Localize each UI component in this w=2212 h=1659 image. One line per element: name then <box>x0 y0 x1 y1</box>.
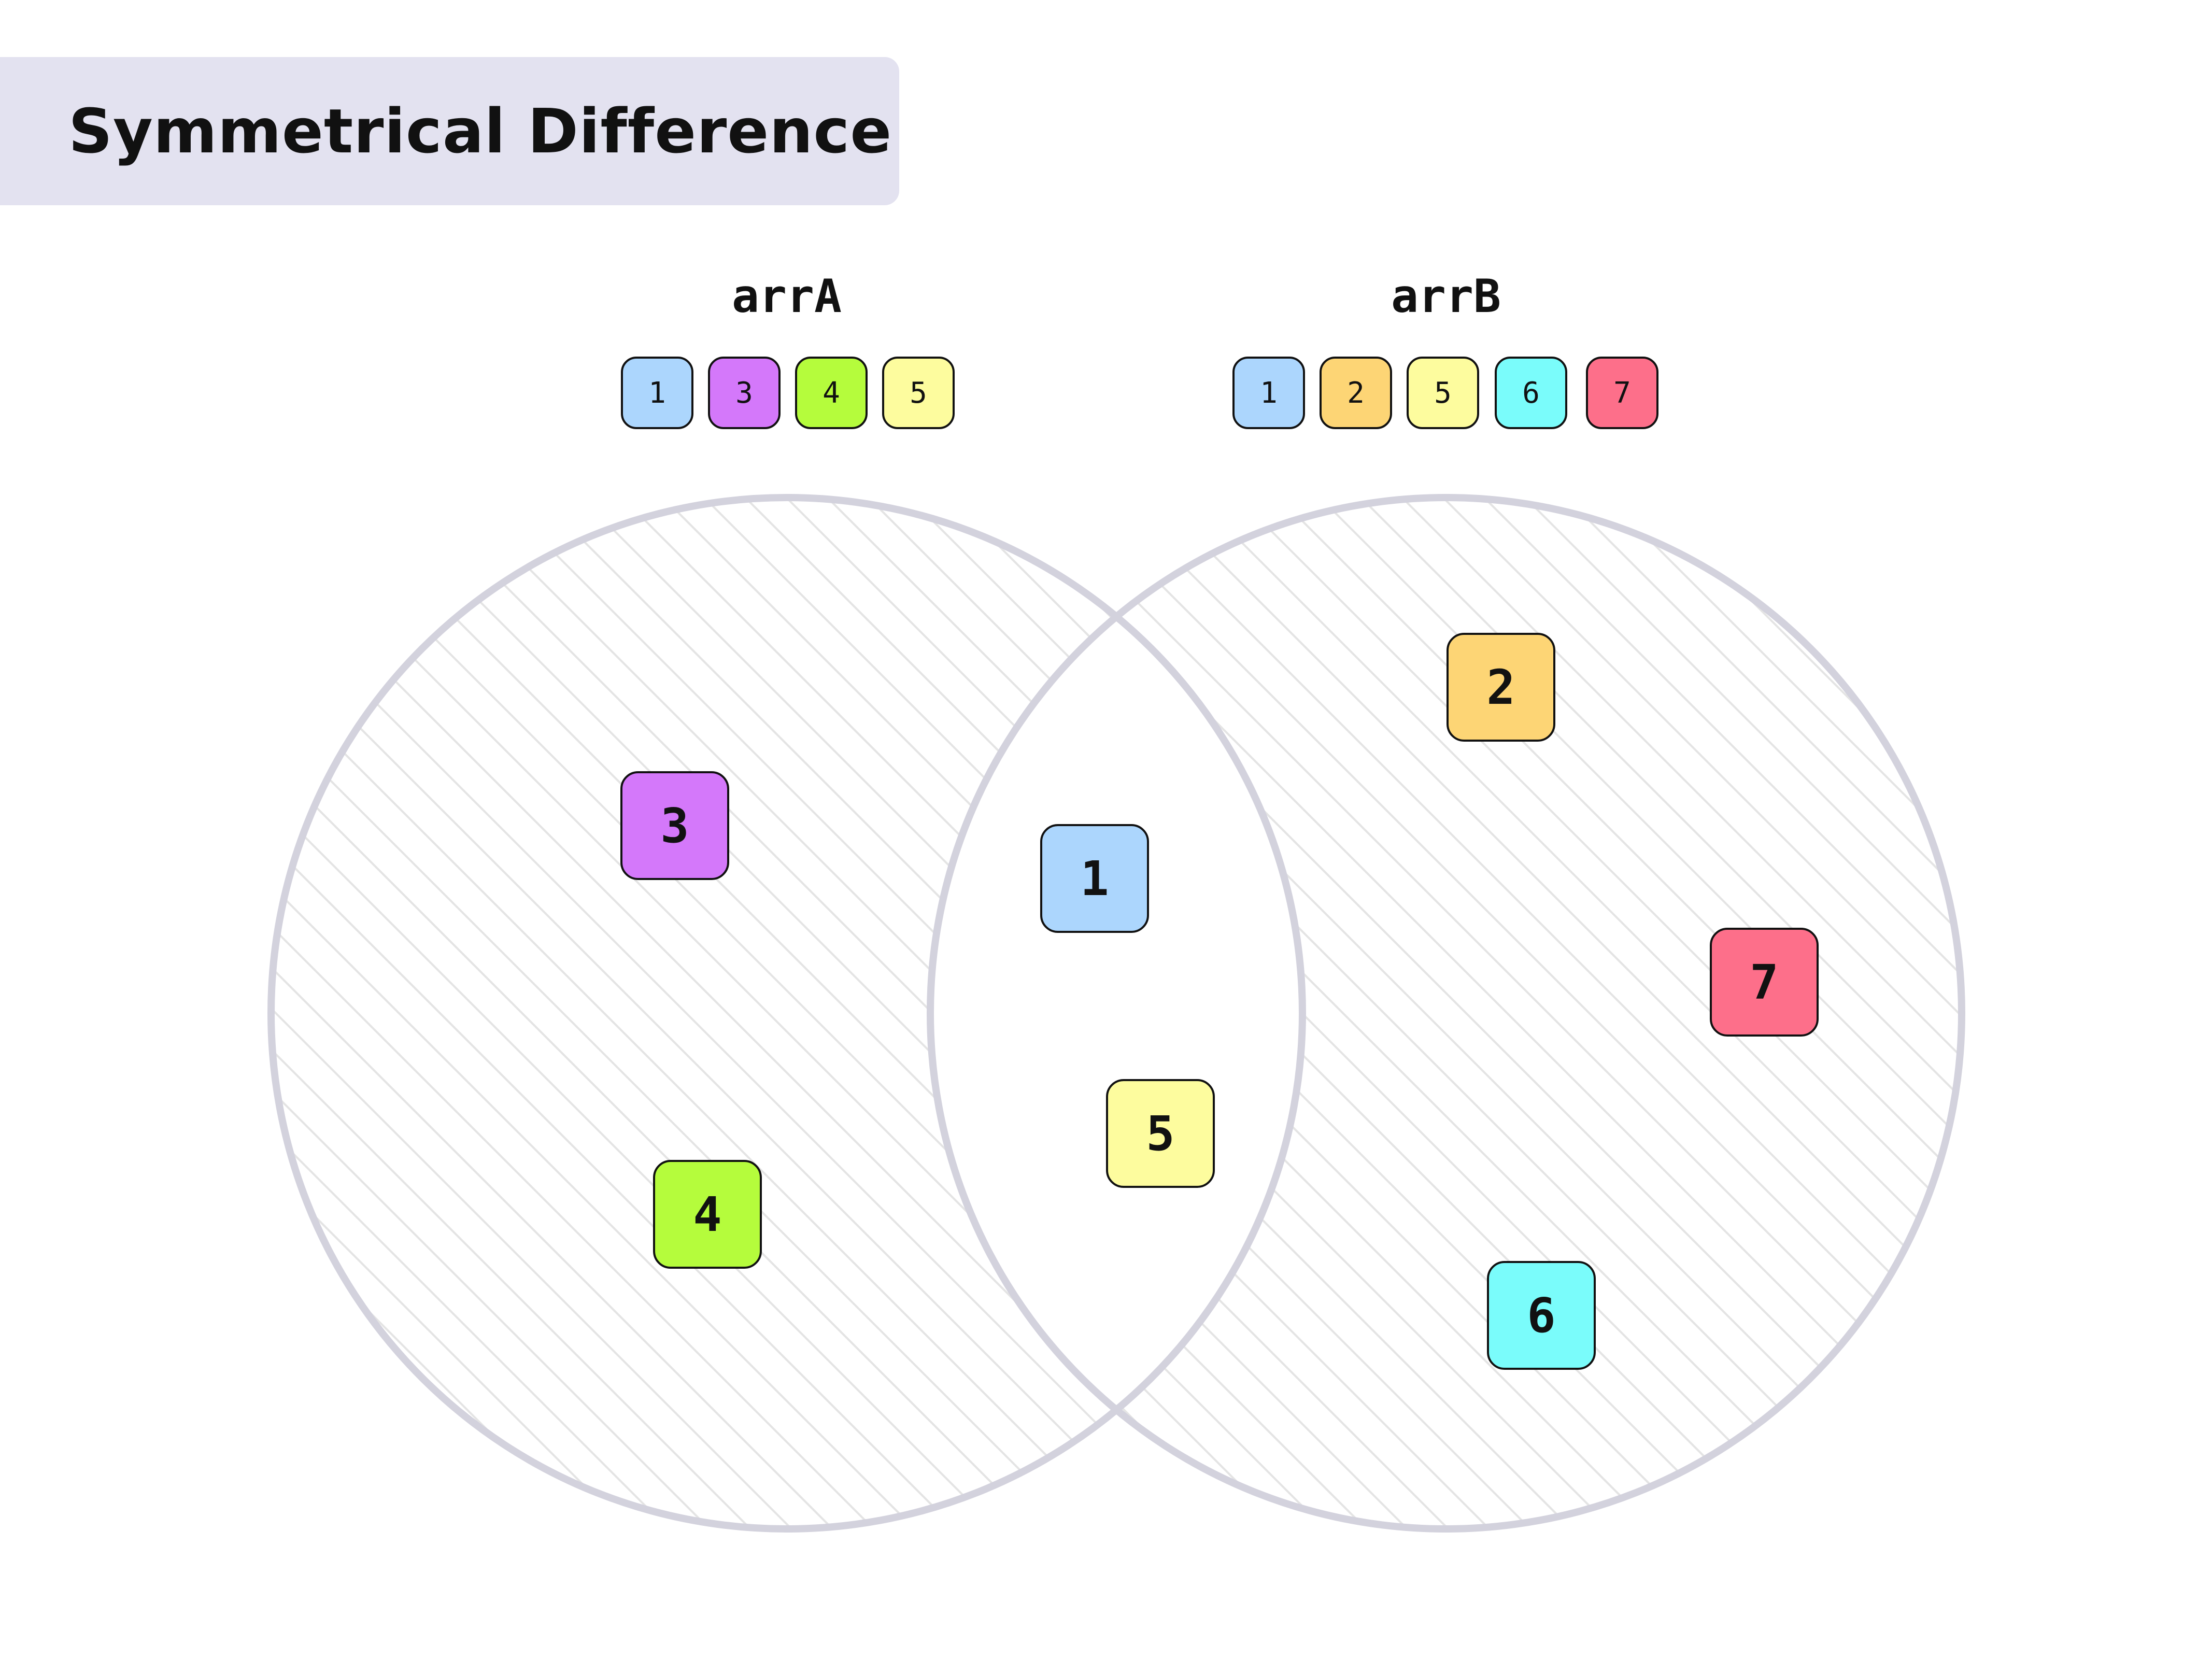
arrA-chip: 3 <box>708 357 781 429</box>
set-label-arrB: arrB <box>1391 270 1501 323</box>
page-title: Symmetrical Difference <box>68 95 892 167</box>
arrB-chip: 2 <box>1320 357 1392 429</box>
arrA-chip: 1 <box>621 357 693 429</box>
venn-item-both: 1 <box>1040 824 1149 933</box>
title-banner: Symmetrical Difference <box>0 57 899 205</box>
arrB-chip: 7 <box>1586 357 1658 429</box>
arrA-chip: 4 <box>795 357 868 429</box>
set-a-outline <box>267 494 1306 1533</box>
venn-item-only-b: 6 <box>1487 1261 1596 1370</box>
arrB-chip: 1 <box>1232 357 1305 429</box>
arrB-chip: 5 <box>1407 357 1479 429</box>
arrB-chip: 6 <box>1495 357 1567 429</box>
venn-item-both: 5 <box>1106 1079 1215 1188</box>
venn-item-only-a: 3 <box>620 771 729 880</box>
intersection-region <box>930 498 1302 1529</box>
set-label-arrA: arrA <box>732 270 842 323</box>
arrA-chip: 5 <box>882 357 955 429</box>
venn-item-only-b: 7 <box>1710 928 1819 1037</box>
set-b-outline <box>927 494 1965 1533</box>
venn-item-only-b: 2 <box>1447 633 1555 742</box>
venn-item-only-a: 4 <box>653 1160 762 1269</box>
